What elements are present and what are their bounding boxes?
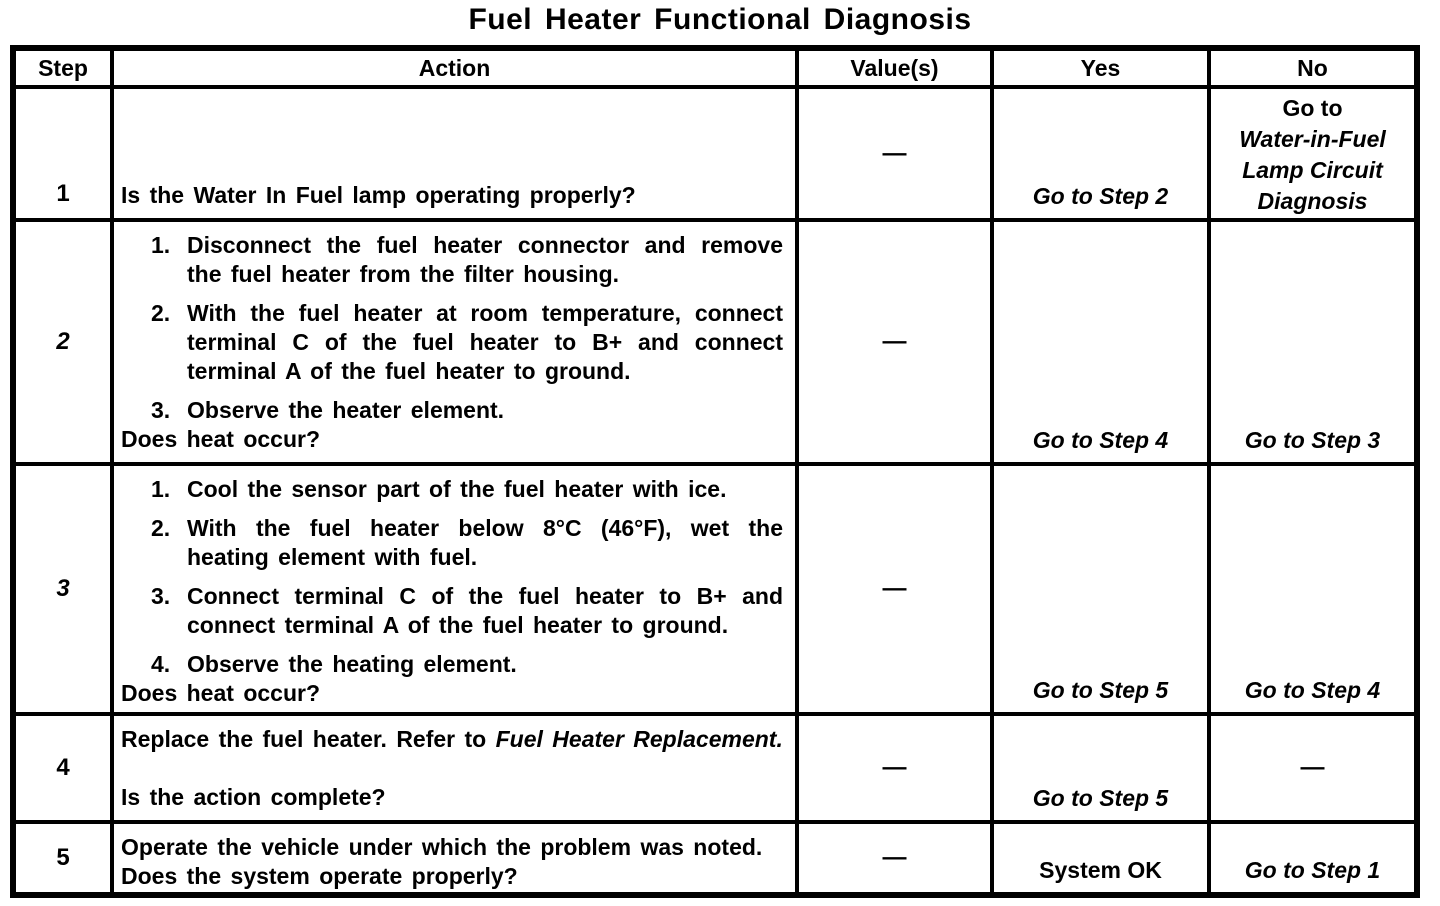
- row3-yes: Go to Step 5: [994, 466, 1211, 716]
- value-dash: —: [882, 754, 907, 781]
- column-header-step: Step: [16, 51, 114, 89]
- item-number: 2.: [151, 515, 171, 541]
- item-text: With the fuel heater at room temperature…: [187, 300, 783, 384]
- column-header-yes: Yes: [994, 51, 1211, 89]
- action-item-list: 1. Disconnect the fuel heater connector …: [121, 231, 787, 425]
- item-number: 4.: [151, 651, 171, 677]
- value-dash: —: [882, 575, 907, 602]
- yes-answer: Go to Step 5: [1032, 677, 1169, 703]
- value-dash: —: [882, 328, 907, 355]
- intro-text: Replace the fuel heater. Refer to: [121, 726, 496, 752]
- yes-answer: Go to Step 2: [1032, 183, 1169, 209]
- row5-no: Go to Step 1: [1211, 824, 1414, 892]
- action-question: Does heat occur?: [121, 680, 320, 706]
- row3-value: —: [799, 466, 994, 716]
- item-text: Observe the heating element.: [187, 651, 517, 677]
- row1-step-number: 1: [16, 89, 114, 222]
- no-answer-line: Diagnosis: [1257, 187, 1368, 214]
- row4-value: —: [799, 716, 994, 824]
- row3-no: Go to Step 4: [1211, 466, 1414, 716]
- action-item-list: 1. Cool the sensor part of the fuel heat…: [121, 475, 787, 679]
- row5-yes: System OK: [994, 824, 1211, 892]
- yes-answer: Go to Step 4: [1032, 427, 1169, 453]
- row3-action: 1. Cool the sensor part of the fuel heat…: [114, 466, 799, 716]
- item-text: With the fuel heater below 8°C (46°F), w…: [187, 515, 783, 570]
- item-number: 3.: [151, 397, 171, 423]
- item-number: 1.: [151, 476, 171, 502]
- action-intro: Replace the fuel heater. Refer to Fuel H…: [121, 725, 787, 754]
- row2-yes: Go to Step 4: [994, 222, 1211, 466]
- value-dash: —: [882, 139, 907, 167]
- no-dash: —: [1300, 754, 1325, 781]
- row2-action: 1. Disconnect the fuel heater connector …: [114, 222, 799, 466]
- row4-yes: Go to Step 5: [994, 716, 1211, 824]
- row4-action: Replace the fuel heater. Refer to Fuel H…: [114, 716, 799, 824]
- action-intro: Operate the vehicle under which the prob…: [121, 834, 763, 860]
- no-answer-line: Lamp Circuit: [1242, 156, 1383, 183]
- step-label: 1: [56, 180, 70, 207]
- step-label: 4: [56, 754, 70, 781]
- item-text: Connect terminal C of the fuel heater to…: [187, 583, 783, 638]
- no-answer: Go to Step 4: [1244, 677, 1381, 703]
- value-dash: —: [882, 844, 907, 871]
- action-item: 2. With the fuel heater at room temperat…: [121, 299, 787, 386]
- column-header-action: Action: [114, 51, 799, 89]
- action-question: Does heat occur?: [121, 426, 320, 452]
- row2-no: Go to Step 3: [1211, 222, 1414, 466]
- row1-no: Go to Water-in-Fuel Lamp Circuit Diagnos…: [1211, 89, 1414, 222]
- item-text: Observe the heater element.: [187, 397, 505, 423]
- column-header-no: No: [1211, 51, 1414, 89]
- intro-reference-italic: Fuel Heater Replacement.: [495, 726, 783, 752]
- no-answer-line: Go to: [1282, 94, 1343, 121]
- item-number: 2.: [151, 300, 171, 326]
- item-text: Cool the sensor part of the fuel heater …: [187, 476, 727, 502]
- step-label: 5: [56, 844, 70, 871]
- row2-step-number: 2: [16, 222, 114, 466]
- item-number: 1.: [151, 232, 171, 258]
- row2-value: —: [799, 222, 994, 466]
- item-text: Disconnect the fuel heater connector and…: [187, 232, 783, 287]
- action-item: 1. Cool the sensor part of the fuel heat…: [121, 475, 787, 504]
- row5-value: —: [799, 824, 994, 892]
- row4-no: —: [1211, 716, 1414, 824]
- action-item: 3. Connect terminal C of the fuel heater…: [121, 582, 787, 640]
- action-question: Does the system operate properly?: [121, 863, 518, 889]
- action-item: 1. Disconnect the fuel heater connector …: [121, 231, 787, 289]
- row3-step-number: 3: [16, 466, 114, 716]
- no-answer: Go to Step 1: [1244, 857, 1381, 883]
- no-answer-line: Water-in-Fuel: [1239, 125, 1386, 152]
- item-number: 3.: [151, 583, 171, 609]
- column-header-values: Value(s): [799, 51, 994, 89]
- action-question: Is the action complete?: [121, 784, 386, 810]
- row1-yes: Go to Step 2: [994, 89, 1211, 222]
- row1-action: Is the Water In Fuel lamp operating prop…: [114, 89, 799, 222]
- action-item: 2. With the fuel heater below 8°C (46°F)…: [121, 514, 787, 572]
- action-item: 4. Observe the heating element.: [121, 650, 787, 679]
- page-title: Fuel Heater Functional Diagnosis: [468, 3, 972, 36]
- row5-action: Operate the vehicle under which the prob…: [114, 824, 799, 892]
- row5-step-number: 5: [16, 824, 114, 892]
- action-question: Is the Water In Fuel lamp operating prop…: [121, 182, 636, 208]
- yes-answer: Go to Step 5: [1032, 785, 1169, 811]
- row4-step-number: 4: [16, 716, 114, 824]
- step-label: 3: [56, 575, 70, 602]
- row1-value: —: [799, 89, 994, 222]
- yes-answer: System OK: [1039, 857, 1162, 883]
- diagnosis-table: Step Action Value(s) Yes No 1 Is the Wat…: [10, 45, 1420, 898]
- no-answer: Go to Step 3: [1244, 427, 1381, 453]
- action-item: 3. Observe the heater element.: [121, 396, 787, 425]
- step-label: 2: [56, 328, 70, 355]
